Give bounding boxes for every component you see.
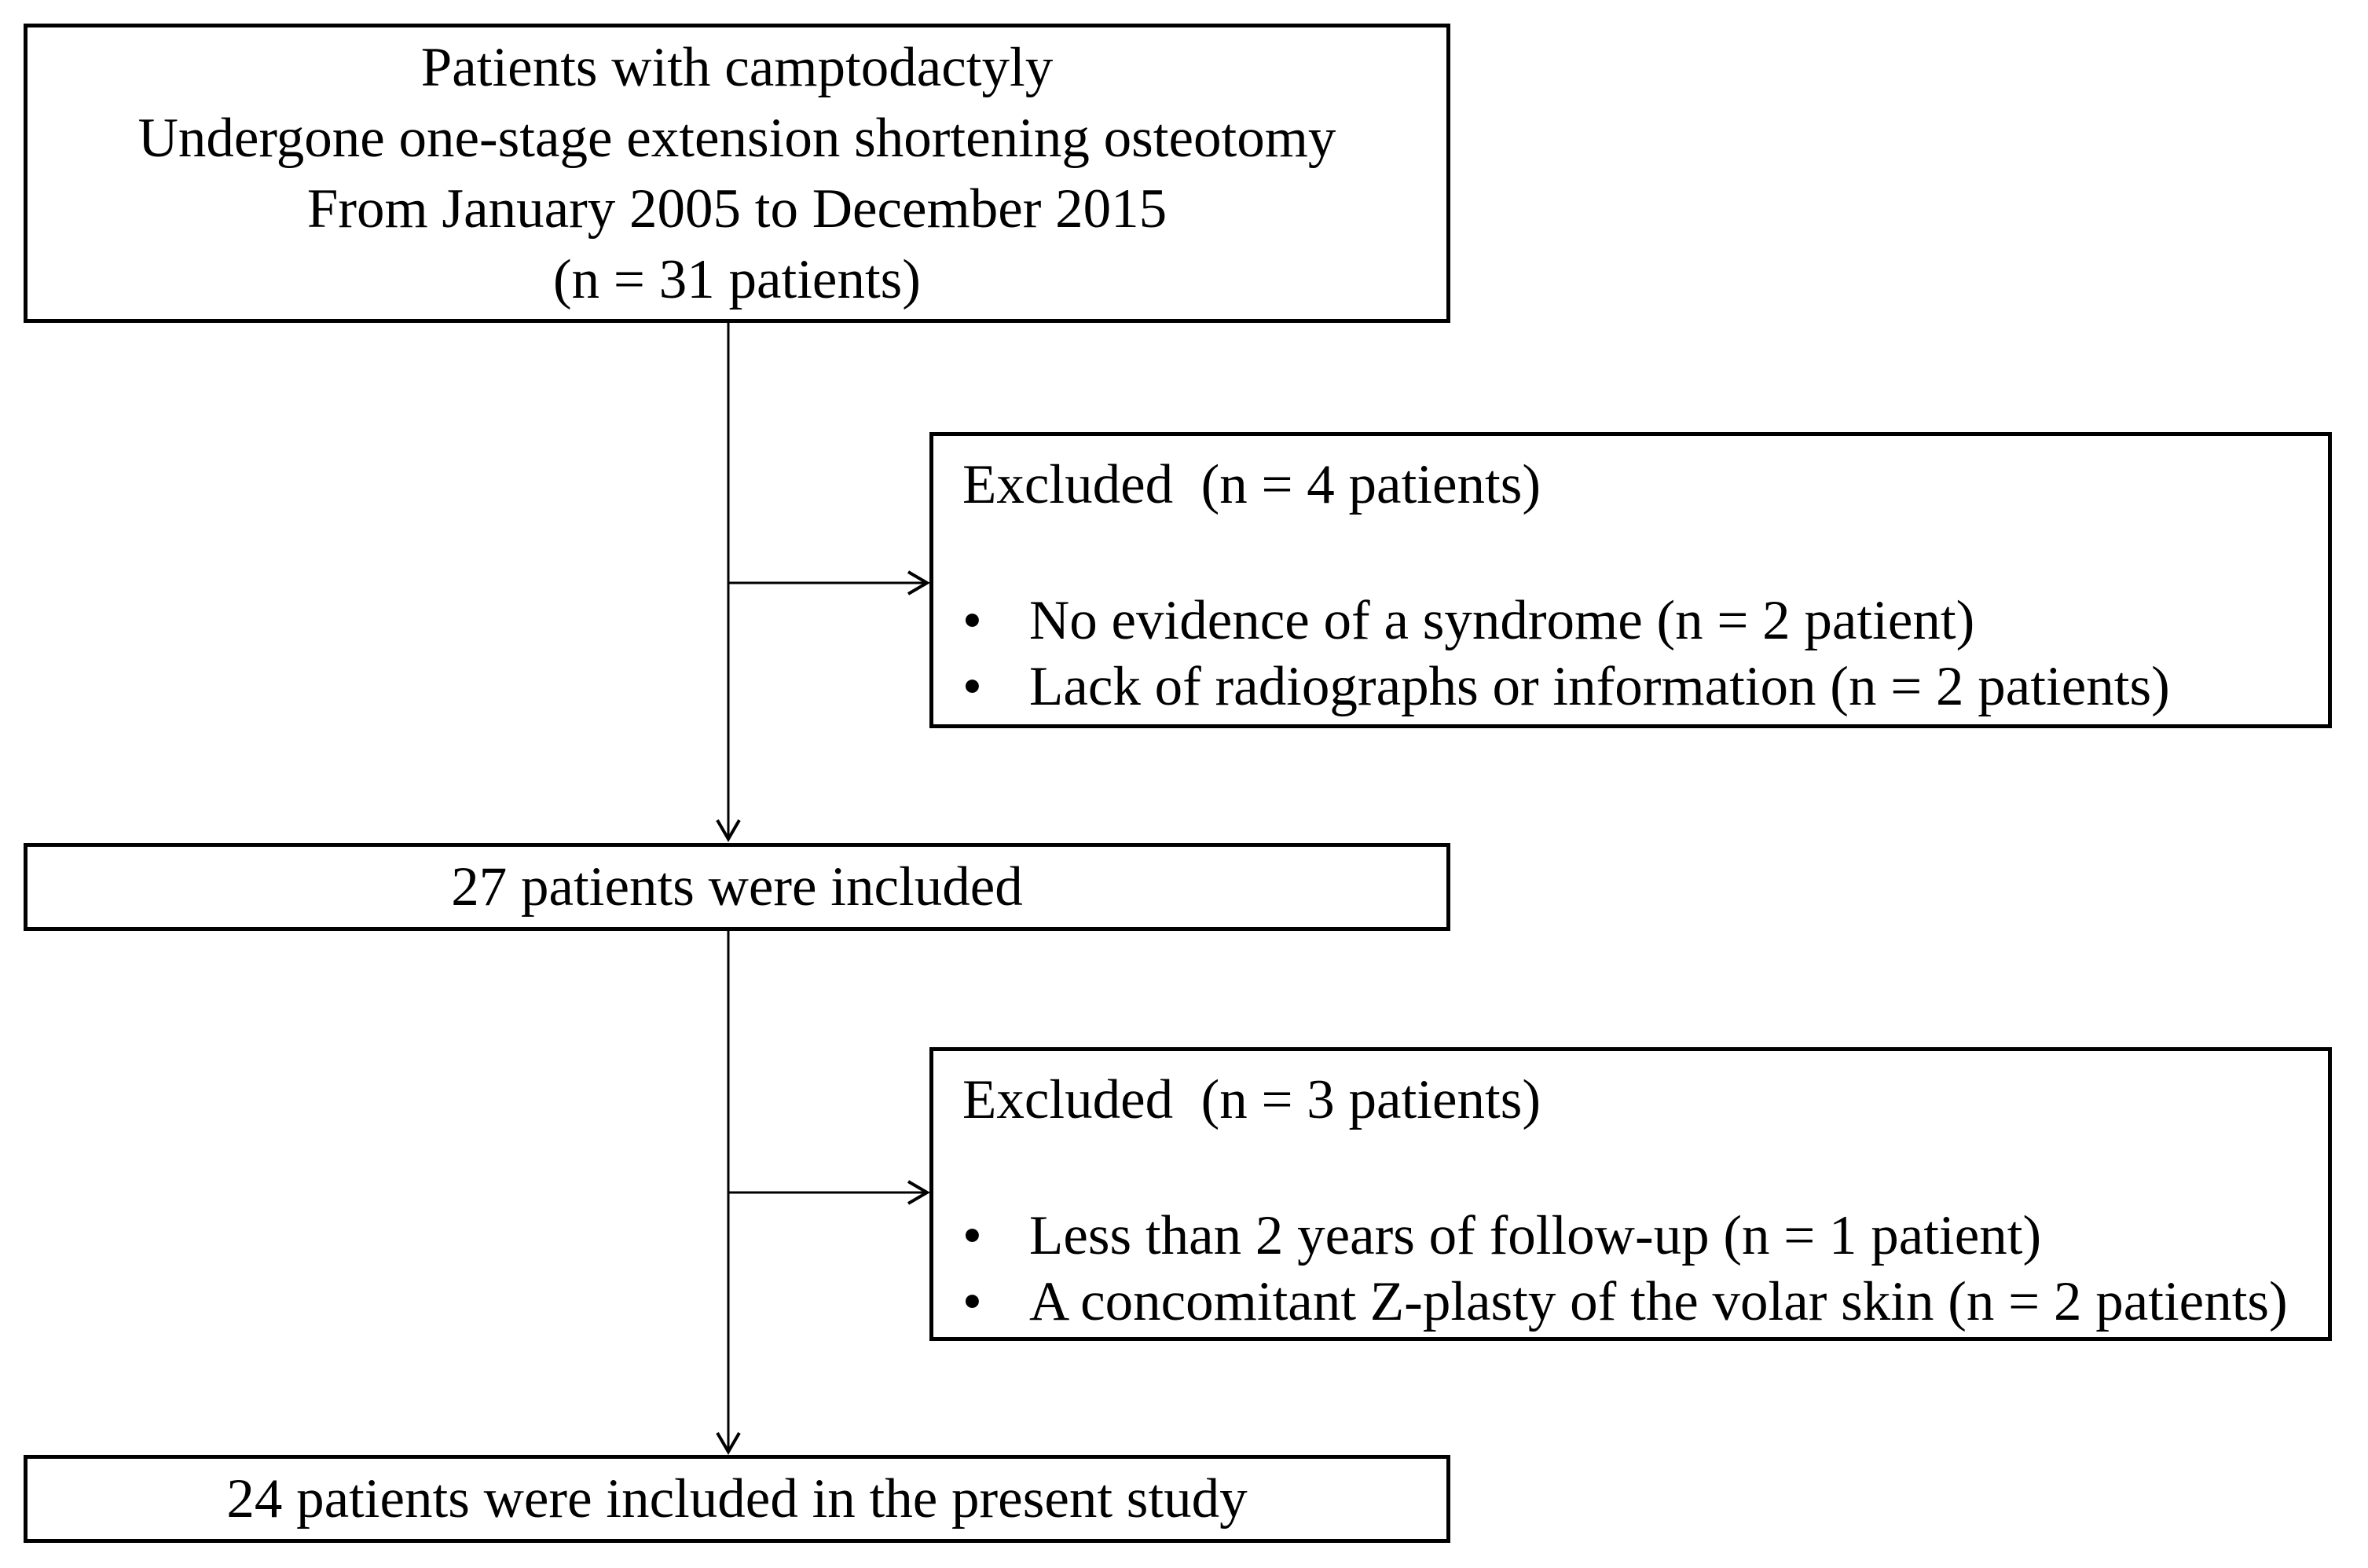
excluded-2-title: Excluded (n = 3 patients)	[962, 1069, 1541, 1130]
included-27-text: 27 patients were included	[451, 855, 1023, 918]
box-final-included: 24 patients were included in the present…	[24, 1455, 1450, 1543]
box-excluded-first: Excluded (n = 4 patients) • No evidence …	[929, 432, 2332, 728]
box-included-27: 27 patients were included	[24, 843, 1450, 931]
initial-line-1: Patients with camptodactyly	[420, 36, 1054, 98]
bullet-icon: •	[962, 1271, 982, 1332]
excluded-1-title: Excluded (n = 4 patients)	[962, 454, 1541, 515]
arrowhead-down-icon	[716, 819, 741, 842]
initial-line-3: From January 2005 to December 2015	[306, 178, 1168, 240]
final-text: 24 patients were included in the present…	[226, 1467, 1248, 1530]
spacer	[962, 1135, 2308, 1203]
arrowhead-down-icon	[716, 1431, 741, 1455]
flow-arrow-included-to-final	[716, 929, 741, 1455]
excluded-2-bullet-2: A concomitant Z-plasty of the volar skin…	[1029, 1271, 2288, 1332]
box-excluded-second: Excluded (n = 3 patients) • Less than 2 …	[929, 1047, 2332, 1341]
spacer	[962, 520, 2308, 588]
initial-line-4: (n = 31 patients)	[553, 248, 921, 310]
excluded-1-bullet-row: • No evidence of a syndrome (n = 2 patie…	[962, 588, 2308, 654]
excluded-2-bullet-1: Less than 2 years of follow-up (n = 1 pa…	[1029, 1205, 2042, 1266]
excluded-1-bullet-1: No evidence of a syndrome (n = 2 patient…	[1029, 590, 1975, 651]
bullet-icon: •	[962, 656, 982, 717]
excluded-2-bullet-row: • A concomitant Z-plasty of the volar sk…	[962, 1269, 2308, 1335]
arrowhead-right-icon	[907, 1180, 930, 1205]
initial-line-2: Undergone one-stage extension shortening…	[137, 107, 1336, 169]
excluded-1-bullet-row: • Lack of radiographs or information (n …	[962, 654, 2308, 720]
flow-arrow-initial-to-included	[716, 321, 741, 842]
flow-arrow-branch-to-excluded-1	[728, 570, 930, 595]
bullet-icon: •	[962, 1205, 982, 1266]
bullet-icon: •	[962, 590, 982, 651]
arrowhead-right-icon	[907, 570, 930, 595]
excluded-1-bullet-2: Lack of radiographs or information (n = …	[1029, 656, 2170, 717]
box-patients-initial: Patients with camptodactyly Undergone on…	[24, 24, 1450, 323]
flow-arrow-branch-to-excluded-2	[728, 1180, 930, 1205]
excluded-2-bullet-row: • Less than 2 years of follow-up (n = 1 …	[962, 1203, 2308, 1269]
